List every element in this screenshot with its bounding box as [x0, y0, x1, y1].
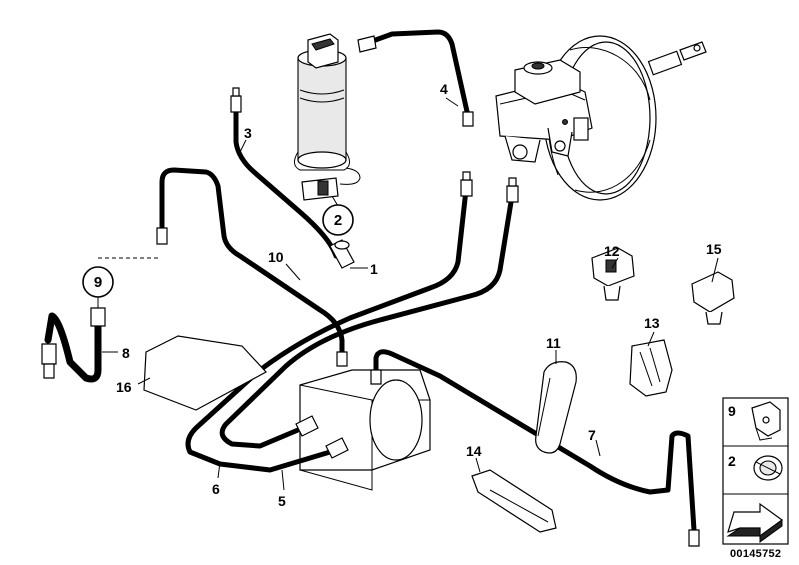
part-label-13: 13	[644, 315, 660, 331]
document-id: 00145752	[730, 548, 781, 560]
circled-ref-9-label: 9	[94, 274, 102, 291]
part-label-10: 10	[268, 249, 284, 265]
part-label-16: 16	[116, 379, 132, 395]
part-label-11: 11	[546, 335, 561, 351]
part-label-14: 14	[466, 443, 482, 459]
holder-14	[471, 469, 557, 533]
part-label-1: 1	[370, 261, 378, 277]
part-label-12: 12	[604, 243, 620, 259]
part-label-3: 3	[244, 125, 252, 141]
hose-clamp-icon	[753, 455, 783, 481]
arrow-right-icon	[726, 502, 784, 543]
brake-booster-assembly	[495, 35, 707, 201]
legend-box: 9 2	[722, 397, 789, 545]
part-label-15: 15	[706, 241, 722, 257]
legend-number-2: 2	[728, 453, 736, 469]
circled-ref-9: 9	[82, 266, 114, 298]
pressure-accumulator	[294, 33, 361, 201]
clip-15	[691, 271, 735, 325]
circled-ref-2-label: 2	[334, 212, 342, 229]
part-label-6: 6	[212, 481, 220, 497]
part-label-5: 5	[278, 493, 286, 509]
part-label-7: 7	[588, 427, 596, 443]
insulation-pad-16	[143, 335, 267, 411]
part-label-8: 8	[122, 345, 130, 361]
brake-lines	[41, 29, 700, 547]
part-label-4: 4	[440, 81, 448, 97]
grommet-11	[535, 361, 577, 454]
hydraulic-unit-block	[299, 369, 431, 491]
bracket-13	[629, 339, 673, 397]
legend-number-9: 9	[728, 403, 736, 419]
circled-ref-2: 2	[322, 204, 354, 236]
bracket-clip-icon	[751, 401, 781, 441]
